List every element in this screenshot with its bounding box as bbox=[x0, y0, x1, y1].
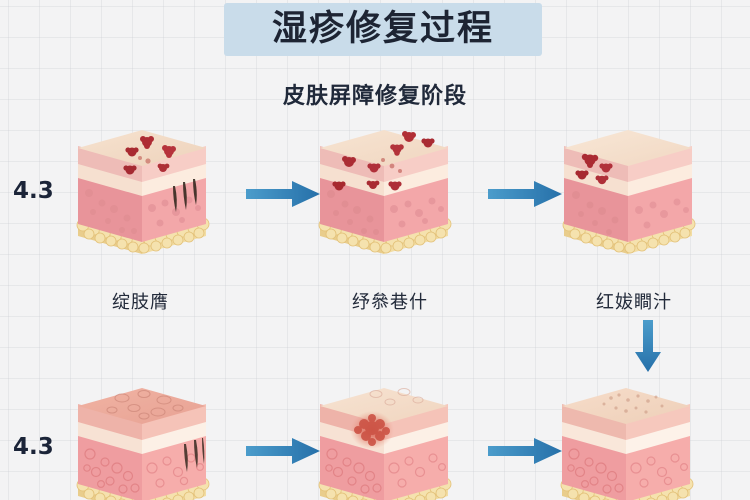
stage-caption-3: 红妭瞷汁 bbox=[596, 292, 672, 313]
stage-caption-2: 纾叅巷什 bbox=[352, 292, 428, 313]
skin-block-row1-stage3 bbox=[558, 108, 698, 258]
step-number-row1: 4.3 bbox=[13, 178, 54, 204]
skin-block-row2-stage3 bbox=[556, 368, 696, 500]
skin-block-row1-stage2 bbox=[314, 108, 454, 258]
page-subtitle: 皮肤屏障修复阶段 bbox=[282, 84, 467, 109]
lesion-group bbox=[123, 136, 176, 175]
lesion-group bbox=[350, 411, 394, 449]
title-banner: 湿疹修复过程 bbox=[224, 3, 542, 56]
page-title: 湿疹修复过程 bbox=[271, 9, 494, 49]
lesion-group bbox=[332, 131, 435, 191]
arrow-right-icon-row2-2 bbox=[488, 437, 562, 465]
arrow-right-icon-row2-1 bbox=[246, 437, 320, 465]
lesion-group bbox=[575, 153, 613, 185]
skin-block-row1-stage1 bbox=[72, 108, 212, 258]
arrow-right-icon-row1-2 bbox=[488, 180, 562, 208]
arrow-right-icon-row1-1 bbox=[246, 180, 320, 208]
arrow-down-icon bbox=[634, 320, 662, 372]
skin-block-row2-stage2 bbox=[314, 368, 454, 500]
skin-block-row2-stage1 bbox=[72, 368, 212, 500]
stage-caption-1: 绽肢膺 bbox=[112, 292, 169, 313]
step-number-row2: 4.3 bbox=[13, 434, 54, 460]
